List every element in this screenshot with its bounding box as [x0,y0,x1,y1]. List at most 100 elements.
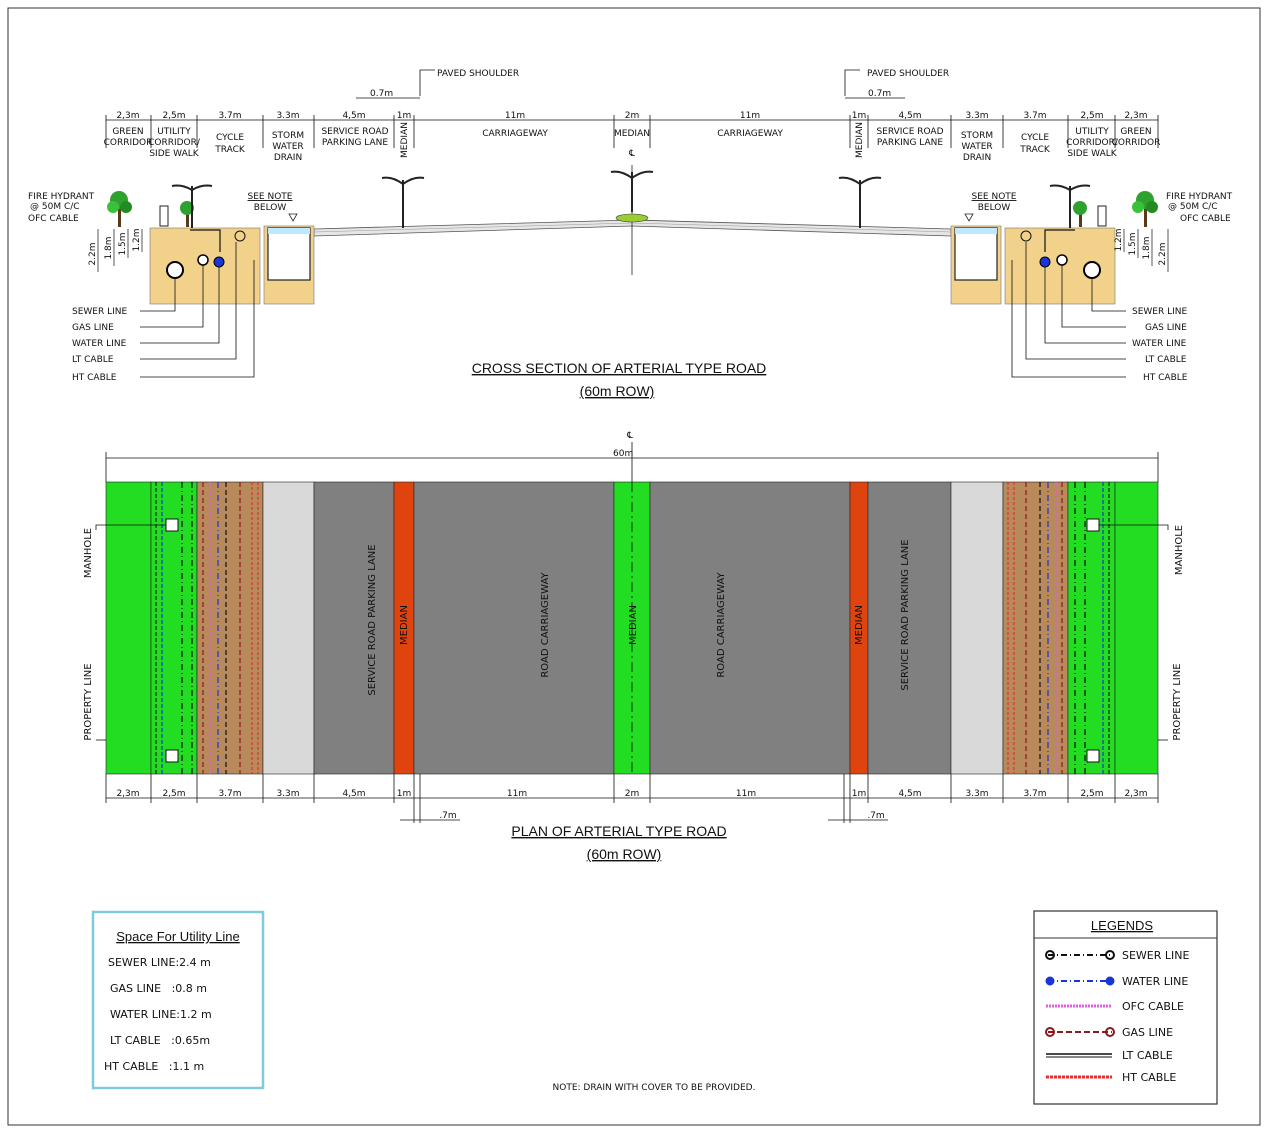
plan-dim: 4,5m [898,789,921,799]
plan-dim: 2,3m [116,789,139,799]
see-note-label: SEE NOTE [972,192,1017,202]
see-note-marker [964,213,974,222]
cs-dim: 3.7m [1023,111,1046,121]
depth-label: 1.5m [1128,232,1138,255]
utility-leaders-left [140,242,255,378]
cs-dim: 2,3m [1124,111,1147,121]
utility-space-row: WATER LINE:1.2 m [110,1008,212,1021]
manhole-icon [165,518,179,532]
street-light-icon [610,170,654,212]
storm-drain-left [267,227,311,281]
tree-icon [180,201,194,227]
service-lane-left [313,481,395,775]
legend-ofc-cable: OFC CABLE [1046,1000,1184,1013]
zone-label: CORRIDOR/ [148,138,201,148]
utility-lines-right [1007,482,1110,774]
service-lane-label: SERVICE ROAD PARKING LANE [367,544,378,695]
cycle-track-right [1002,481,1069,775]
zone-label: UTILITY [157,127,191,137]
legend-label: OFC CABLE [1122,1000,1184,1013]
legends-title: LEGENDS [1091,918,1153,933]
utility-space-row: SEWER LINE:2.4 m [108,956,211,969]
plan-title: PLAN OF ARTERIAL TYPE ROAD [511,823,726,839]
green-corridor-right [1114,481,1159,775]
fire-hydrant-icon [159,205,169,227]
utility-label-left: GAS LINE [72,323,114,333]
utility-leaders-right [1011,242,1126,378]
zone-label: TRACK [214,145,246,155]
median-label: MEDIAN [399,605,410,645]
depth-label: 1.8m [104,236,114,259]
zone-label: SIDE WALK [1067,149,1117,159]
fire-hydrant-label: OFC CABLE [28,214,79,224]
service-lane-label: SERVICE ROAD PARKING LANE [900,539,911,690]
cs-dim: 2,3m [116,111,139,121]
fire-hydrant-label: @ 50M C/C [30,202,80,212]
drain-note: NOTE: DRAIN WITH COVER TO BE PROVIDED. [553,1083,756,1093]
fire-hydrant-icon [1097,205,1107,227]
green-corridor-left [105,481,152,775]
see-note-marker [288,213,298,222]
gas-pipe-right [1056,254,1068,266]
legend-ht-cable: HT CABLE [1046,1071,1176,1084]
depth-markers-left [97,229,143,272]
utility-label-right: WATER LINE [1132,339,1187,349]
shoulder-width-right: 0.7m [868,89,891,99]
plan-dim: 3.7m [218,789,241,799]
utility-space-title: Space For Utility Line [116,929,240,944]
fire-hydrant-label: FIRE HYDRANT [28,192,95,202]
drain-water-right [955,228,997,234]
depth-label: 1.2m [1114,228,1124,251]
utility-label-right: HT CABLE [1143,373,1188,383]
plan-view: 60m ℄ [83,431,1185,862]
utility-space-row: GAS LINE :0.8 m [110,982,207,995]
manhole-icon [1086,518,1100,532]
cs-dim: 11m [505,111,525,121]
zone-label: GREEN [112,127,143,137]
plan-centerline-symbol: ℄ [626,431,633,441]
paved-shoulder-left: PAVED SHOULDER [437,69,519,79]
ofc-duct-left [190,229,221,252]
zone-label: CARRIAGEWAY [482,129,548,139]
manhole-icon [1086,749,1100,763]
sewer-pipe-left [166,261,184,279]
cs-dim: 3.3m [276,111,299,121]
zone-label: SERVICE ROAD [876,127,943,137]
plan-dim: 2,5m [1080,789,1103,799]
water-pipe-right [1039,256,1051,268]
zone-label: CYCLE [1021,133,1049,143]
cs-dim: 4,5m [898,111,921,121]
zone-label: PARKING LANE [877,138,943,148]
zone-label: SIDE WALK [149,149,199,159]
manhole-label: MANHOLE [83,528,94,578]
plan-dim: 11m [507,789,527,799]
legend-gas-line: GAS LINE [1045,1026,1173,1039]
ofc-duct-right [1044,229,1075,252]
plan-dim: 2,3m [1124,789,1147,799]
utility-label-right: GAS LINE [1145,323,1187,333]
plan-dim: 4,5m [342,789,365,799]
fire-hydrant-label: FIRE HYDRANT [1166,192,1233,202]
cs-dim: 2,5m [1080,111,1103,121]
cs-dim: 4,5m [342,111,365,121]
storm-drain-strip-right [950,481,1004,775]
legend-water-line: WATER LINE [1045,975,1188,988]
zone-label: MEDIAN [400,122,410,158]
plan-offset-dim: .7m [867,811,884,821]
service-lane-right [867,481,952,775]
see-note-label: BELOW [978,203,1011,213]
utility-label-left: LT CABLE [72,355,114,365]
median-label: MEDIAN [854,605,865,645]
plan-dim: 3.3m [965,789,988,799]
zone-label: UTILITY [1075,127,1109,137]
cs-dimension-line [105,69,1159,148]
zone-label: SERVICE ROAD [321,127,388,137]
zone-label: TRACK [1019,145,1051,155]
fire-hydrant-label: @ 50M C/C [1168,202,1218,212]
plan-dim: 3.3m [276,789,299,799]
cs-dim: 3.3m [965,111,988,121]
carriageway-left [413,481,615,775]
street-light-icon [171,184,213,228]
plan-subtitle: (60m ROW) [587,846,662,862]
